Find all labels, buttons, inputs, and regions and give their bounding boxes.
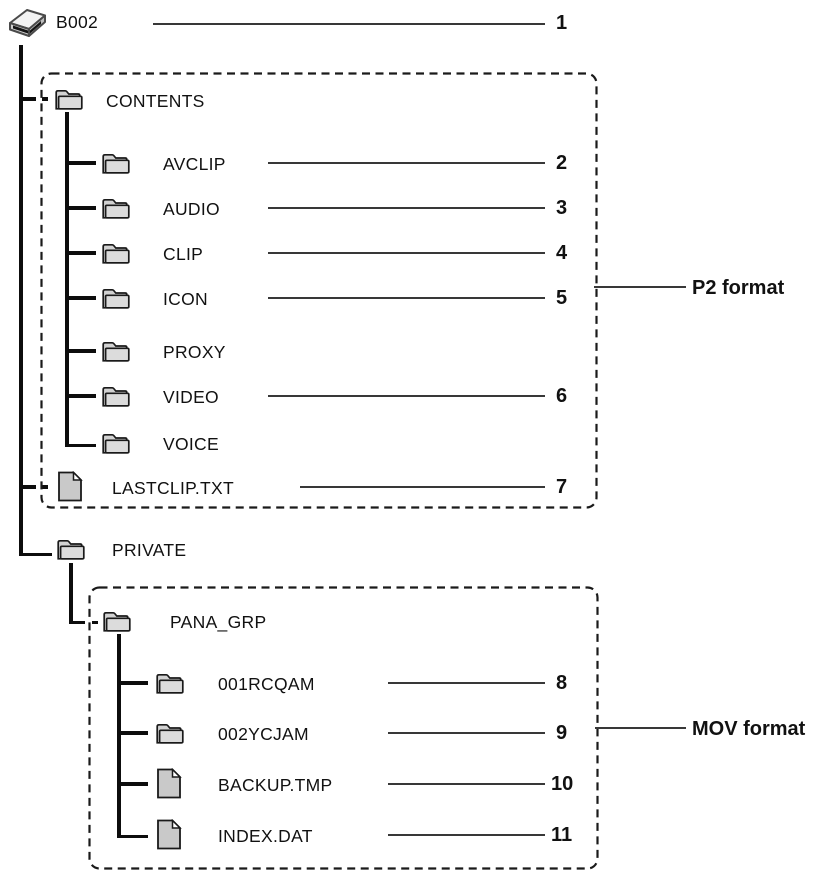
tree-item-label: CLIP <box>163 244 204 264</box>
tree-connector-lastclip-dot <box>42 485 48 489</box>
tree-connector-root <box>19 45 23 556</box>
tree-item-label: AVCLIP <box>163 154 226 174</box>
tree-connector-pana-trunk <box>117 634 121 838</box>
mov-format-group-box <box>88 586 599 870</box>
drive-icon <box>4 4 48 42</box>
tree-item-label: PROXY <box>163 342 226 362</box>
callout-line-9 <box>388 732 545 734</box>
folder-icon <box>101 286 131 310</box>
tree-connector-tick <box>65 394 96 398</box>
tree-connector-corner <box>65 443 96 447</box>
callout-number-7: 7 <box>556 476 568 498</box>
callout-line-8 <box>388 682 545 684</box>
tree-connector-tick <box>117 731 148 735</box>
tree-item-contents-label: CONTENTS <box>106 91 205 111</box>
callout-line-7 <box>300 486 545 488</box>
tree-item-label: BACKUP.TMP <box>218 775 333 795</box>
folder-icon <box>101 431 131 455</box>
folder-icon <box>56 537 86 561</box>
callout-number-10: 10 <box>551 773 574 795</box>
callout-number-8: 8 <box>556 672 568 694</box>
callout-line-4 <box>268 252 545 254</box>
tree-item-label: VIDEO <box>163 387 219 407</box>
document-icon <box>156 768 182 799</box>
document-icon <box>156 819 182 850</box>
mov-format-label: MOV format <box>692 718 806 740</box>
tree-item-label: INDEX.DAT <box>218 826 313 846</box>
callout-line-2 <box>268 162 545 164</box>
folder-icon <box>54 87 84 111</box>
callout-line-10 <box>388 783 545 785</box>
folder-icon <box>101 196 131 220</box>
tree-item-label: 002YCJAM <box>218 724 309 744</box>
callout-line-1 <box>153 23 545 25</box>
callout-number-2: 2 <box>556 152 568 174</box>
tree-item-label: AUDIO <box>163 199 220 219</box>
tree-item-label: 001RCQAM <box>218 674 315 694</box>
tree-connector-tick <box>117 681 148 685</box>
tree-item-label: VOICE <box>163 434 219 454</box>
tree-connector-private-arm <box>19 552 52 556</box>
folder-icon <box>101 384 131 408</box>
tree-connector-lastclip-tick <box>19 485 36 489</box>
mov-format-pointer-line <box>595 727 686 729</box>
folder-icon <box>155 671 185 695</box>
p2-format-label: P2 format <box>692 277 785 299</box>
callout-number-4: 4 <box>556 242 568 264</box>
folder-icon <box>101 241 131 265</box>
tree-connector-tick <box>65 251 96 255</box>
tree-connector-tick <box>65 206 96 210</box>
callout-line-6 <box>268 395 545 397</box>
tree-connector-contents-tick <box>19 97 36 101</box>
tree-item-pana-grp-label: PANA_GRP <box>170 612 267 632</box>
tree-item-label: ICON <box>163 289 208 309</box>
callout-line-11 <box>388 834 545 836</box>
callout-line-3 <box>268 207 545 209</box>
tree-connector-corner <box>117 834 148 838</box>
tree-item-root-label: B002 <box>56 12 99 32</box>
tree-connector-private-trunk <box>69 563 73 624</box>
tree-connector-tick <box>65 349 96 353</box>
callout-number-1: 1 <box>556 12 568 34</box>
callout-line-5 <box>268 297 545 299</box>
tree-connector-tick <box>65 296 96 300</box>
callout-number-5: 5 <box>556 287 568 309</box>
document-icon <box>57 471 83 502</box>
tree-connector-tick <box>117 782 148 786</box>
tree-connector-contents-dot <box>42 97 48 101</box>
p2-format-pointer-line <box>594 286 686 288</box>
callout-number-9: 9 <box>556 722 568 744</box>
tree-item-private-label: PRIVATE <box>112 540 187 560</box>
folder-icon <box>102 609 132 633</box>
callout-number-6: 6 <box>556 385 568 407</box>
tree-connector-tick <box>65 161 96 165</box>
callout-number-3: 3 <box>556 197 568 219</box>
callout-number-11: 11 <box>551 824 573 846</box>
tree-connector-pana-arm <box>69 620 85 624</box>
tree-connector-contents-trunk <box>65 112 69 447</box>
folder-icon <box>101 151 131 175</box>
folder-icon <box>155 721 185 745</box>
p2-format-group-box <box>40 72 598 509</box>
tree-item-label: LASTCLIP.TXT <box>112 478 234 498</box>
tree-connector-pana-dot <box>92 620 98 624</box>
folder-icon <box>101 339 131 363</box>
